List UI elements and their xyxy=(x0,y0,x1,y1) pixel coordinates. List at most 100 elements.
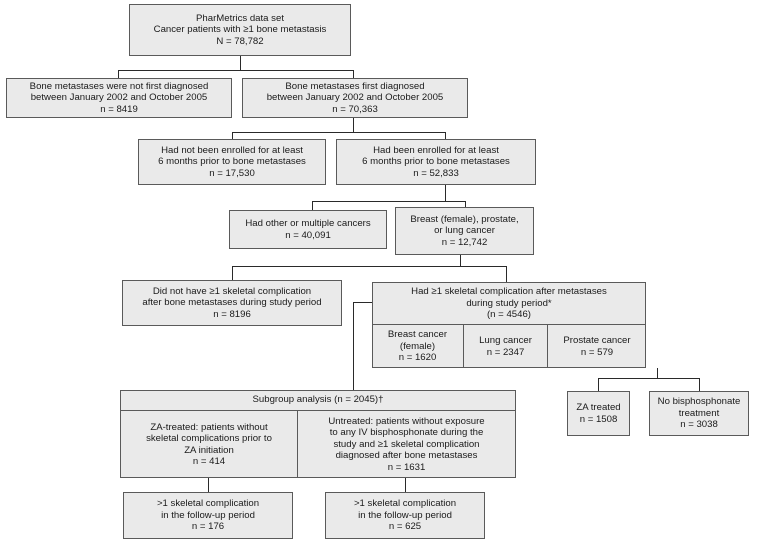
connector xyxy=(465,201,467,207)
connector xyxy=(208,478,210,492)
node-text: >1 skeletal complication xyxy=(353,498,457,510)
node-text: treatment xyxy=(678,407,720,419)
breast-prostate-lung-box: Breast (female), prostate, or lung cance… xyxy=(395,207,534,255)
connector xyxy=(405,478,407,492)
connector xyxy=(232,132,446,134)
breast-cancer-cell: Breast cancer (female) n = 1620 xyxy=(372,325,463,368)
enrolled-box: Had been enrolled for at least 6 months … xyxy=(336,139,536,185)
node-text: after bone metastases during study perio… xyxy=(142,297,322,309)
node-text: (n = 4546) xyxy=(486,309,531,320)
node-text: n = 414 xyxy=(192,456,226,467)
connector xyxy=(312,201,466,203)
node-text: n = 8196 xyxy=(213,308,251,320)
connector xyxy=(232,266,507,268)
node-text: Did not have ≥1 skeletal complication xyxy=(152,285,312,297)
node-text: ZA initiation xyxy=(184,444,234,456)
node-text: Had not been enrolled for at least xyxy=(161,144,303,156)
node-text: n = 1631 xyxy=(387,461,426,473)
connector xyxy=(232,132,234,139)
node-text: Cancer patients with ≥1 bone metastasis xyxy=(153,24,327,36)
za-treated-subgroup-cell: ZA-treated: patients without skeletal co… xyxy=(121,411,297,478)
prostate-cancer-cell: Prostate cancer n = 579 xyxy=(548,325,646,368)
node-text: between January 2002 and October 2005 xyxy=(266,92,444,104)
other-cancers-box: Had other or multiple cancers n = 40,091 xyxy=(229,210,387,249)
node-text: >1 skeletal complication xyxy=(156,498,260,510)
za-treated-box: ZA treated n = 1508 xyxy=(567,391,630,436)
divider xyxy=(120,410,516,411)
node-text: n = 3038 xyxy=(680,419,718,431)
had-complication-box: Had ≥1 skeletal complication after metas… xyxy=(372,282,646,368)
not-first-diagnosed-box: Bone metastases were not first diagnosed… xyxy=(6,78,232,118)
node-text: n = 40,091 xyxy=(285,229,331,241)
node-text: n = 8419 xyxy=(100,103,138,115)
connector xyxy=(232,266,234,280)
node-text: Subgroup analysis (n = 2045)† xyxy=(252,394,384,405)
node-text: PharMetrics data set xyxy=(196,12,284,24)
followup-untreated-box: >1 skeletal complication in the follow-u… xyxy=(325,492,485,539)
connector xyxy=(353,118,355,133)
node-text: n = 1620 xyxy=(398,352,437,364)
connector xyxy=(353,302,372,304)
node-text: 6 months prior to bone metastases xyxy=(158,156,306,168)
divider xyxy=(547,324,548,368)
connector xyxy=(506,266,508,282)
node-text: n = 52,833 xyxy=(413,167,459,179)
subgroup-analysis-box: Subgroup analysis (n = 2045)† xyxy=(120,390,516,478)
divider xyxy=(463,324,464,368)
connector xyxy=(598,378,700,380)
no-bisphosphonate-box: No bisphosphonate treatment n = 3038 xyxy=(649,391,749,436)
divider xyxy=(372,324,646,325)
node-text: Breast cancer xyxy=(387,329,448,341)
node-text: to any IV bisphosphonate during the xyxy=(329,427,484,439)
node-text: in the follow-up period xyxy=(358,509,452,521)
node-text: or lung cancer xyxy=(434,225,495,237)
node-text: n = 579 xyxy=(580,346,614,358)
node-text: between January 2002 and October 2005 xyxy=(30,92,208,104)
node-text: n = 176 xyxy=(191,521,225,533)
node-text: diagnosed after bone metastases xyxy=(335,450,478,462)
connector xyxy=(445,132,447,139)
node-text: N = 78,782 xyxy=(216,35,264,47)
connector xyxy=(699,378,701,391)
connector xyxy=(598,378,600,391)
connector xyxy=(118,70,120,78)
node-text: n = 12,742 xyxy=(441,236,488,248)
node-text: n = 2347 xyxy=(486,346,525,358)
node-text: Bone metastases were not first diagnosed xyxy=(29,80,209,92)
node-text: Bone metastases first diagnosed xyxy=(285,80,425,92)
node-text: n = 1508 xyxy=(579,413,618,425)
node-text: Prostate cancer xyxy=(563,335,631,346)
root-box: PharMetrics data set Cancer patients wit… xyxy=(129,4,351,56)
node-text: (female) xyxy=(399,340,436,352)
connector xyxy=(657,368,659,379)
node-text: ZA treated xyxy=(576,402,621,413)
node-text: Lung cancer xyxy=(479,335,532,346)
connector xyxy=(460,255,462,267)
not-enrolled-box: Had not been enrolled for at least 6 mon… xyxy=(138,139,326,185)
node-text: skeletal complications prior to xyxy=(146,433,272,444)
lung-cancer-cell: Lung cancer n = 2347 xyxy=(464,325,547,368)
node-text: 6 months prior to bone metastases xyxy=(362,156,510,168)
connector xyxy=(353,70,355,78)
untreated-subgroup-cell: Untreated: patients without exposure to … xyxy=(298,411,515,478)
node-text: Untreated: patients without exposure xyxy=(328,415,485,427)
node-text: n = 70,363 xyxy=(332,103,378,115)
connector xyxy=(353,302,355,390)
node-text: during study period* xyxy=(466,297,552,309)
divider xyxy=(297,410,298,478)
node-text: study and ≥1 skeletal complication xyxy=(333,438,480,450)
first-diagnosed-box: Bone metastases first diagnosed between … xyxy=(242,78,468,118)
node-text: Breast (female), prostate, xyxy=(410,213,519,225)
node-text: n = 625 xyxy=(388,521,422,533)
connector xyxy=(312,201,314,210)
node-text: Had ≥1 skeletal complication after metas… xyxy=(411,286,607,297)
connector xyxy=(445,185,447,202)
no-complication-box: Did not have ≥1 skeletal complication af… xyxy=(122,280,342,326)
node-text: in the follow-up period xyxy=(161,509,255,521)
node-text: Had other or multiple cancers xyxy=(245,218,371,229)
followup-za-box: >1 skeletal complication in the follow-u… xyxy=(123,492,293,539)
node-text: Had been enrolled for at least xyxy=(373,144,499,156)
node-text: ZA-treated: patients without xyxy=(150,421,268,433)
connector xyxy=(240,55,242,71)
